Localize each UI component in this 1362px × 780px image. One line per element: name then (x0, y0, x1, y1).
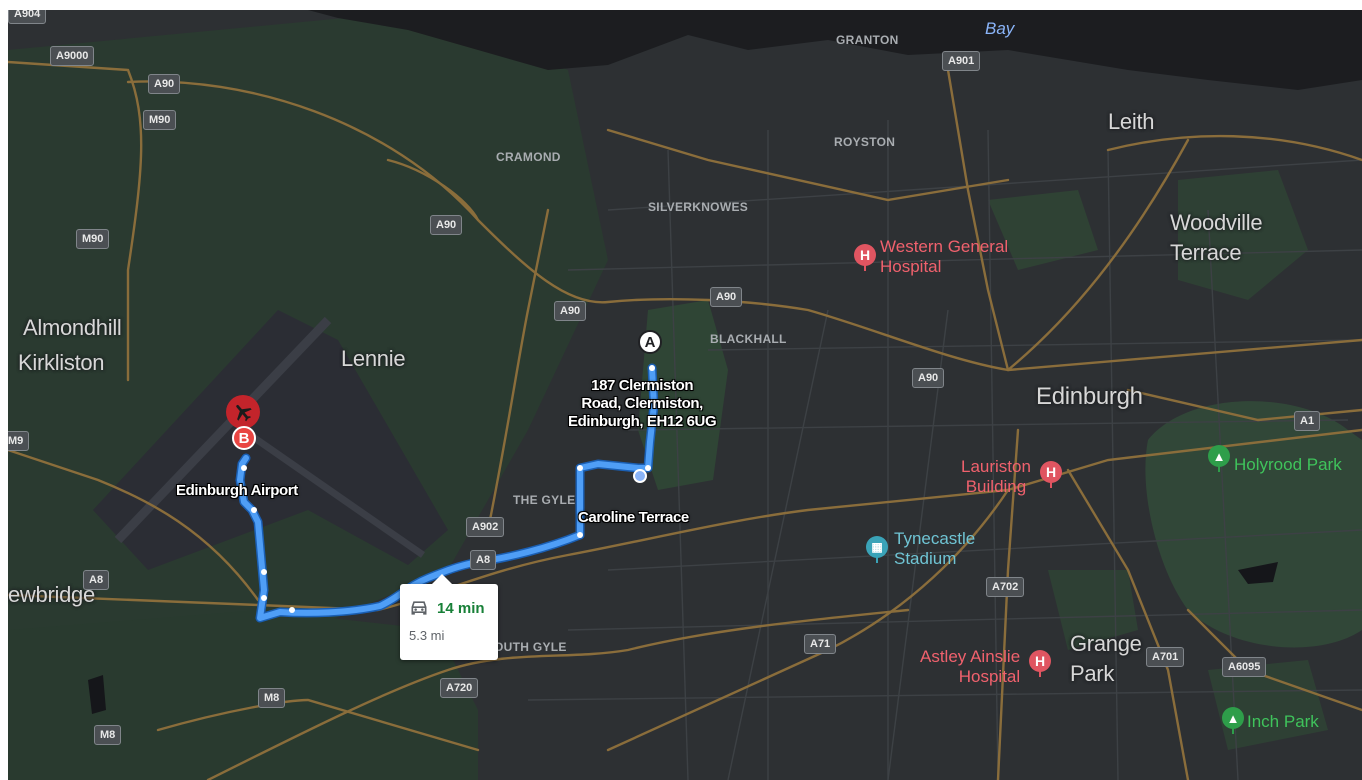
road-shield: A90 (430, 215, 463, 235)
road-m9 (8, 448, 260, 602)
road-shield: A904 (8, 10, 47, 24)
label-inch-park[interactable]: Inch Park (1247, 712, 1319, 731)
road-shield: A8 (470, 550, 497, 570)
route-distance: 5.3 mi (409, 628, 445, 643)
runway (114, 316, 332, 544)
origin-marker[interactable]: A (638, 330, 662, 354)
street (1107, 149, 1119, 780)
waypoint-dot (633, 469, 647, 483)
road-shield: A720 (440, 678, 479, 698)
label-kirkliston: Kirkliston (18, 350, 105, 375)
road-a702 (996, 428, 1020, 780)
hospital-icon[interactable]: H (854, 244, 876, 271)
route-duration: 14 min (437, 599, 485, 617)
lake (1238, 562, 1278, 584)
road-shield: M90 (76, 229, 110, 249)
road-shield: M90 (143, 110, 177, 130)
road-shield: A9000 (50, 46, 95, 66)
label-holyrood-park[interactable]: Holyrood Park (1234, 455, 1342, 474)
road-shield: A901 (942, 51, 981, 71)
street (627, 419, 1349, 431)
park-area (1145, 401, 1362, 648)
road-a901 (946, 68, 1010, 372)
road-shield: A902 (466, 517, 505, 537)
label-woodville-terrace: Woodville Terrace (1170, 210, 1263, 265)
label-leith: Leith (1108, 109, 1155, 134)
road-shield: A90 (912, 368, 945, 388)
road-leith (1106, 134, 1362, 162)
road-a1 (1126, 388, 1362, 422)
road-shield: A702 (986, 577, 1025, 597)
road-shield: A90 (710, 287, 743, 307)
street (727, 309, 829, 780)
label-cramond: CRAMOND (496, 150, 561, 164)
road-east (1006, 138, 1190, 372)
stadium-icon[interactable]: ▦ (866, 536, 888, 563)
runway (241, 427, 425, 558)
route-info-card[interactable]: 14 min 5.3 mi (400, 574, 498, 660)
street (987, 129, 999, 780)
road-north (606, 128, 1010, 202)
label-newbridge: ewbridge (8, 582, 95, 607)
road-a902 (486, 208, 550, 532)
label-astley-ainslie-hospital[interactable]: Astley Ainslie Hospital (920, 647, 1021, 686)
label-south-gyle: OUTH GYLE (494, 640, 567, 654)
road-shield: M8 (258, 688, 286, 708)
street (667, 149, 689, 780)
airport-area (93, 310, 448, 570)
road-m8 (156, 698, 480, 752)
street (1207, 209, 1239, 780)
street (887, 309, 949, 780)
label-tynecastle-stadium[interactable]: Tynecastle Stadium (894, 529, 976, 568)
waypoint-label[interactable]: Caroline Terrace (578, 509, 689, 526)
road-a720 (206, 608, 910, 780)
street (567, 249, 1362, 271)
road-a90 (126, 80, 1362, 372)
car-icon (411, 601, 427, 615)
label-western-general-hospital[interactable]: Western General Hospital (880, 237, 1009, 276)
label-silverknowes: SILVERKNOWES (648, 200, 749, 214)
map-canvas[interactable] (8, 10, 1362, 780)
road-m90 (8, 60, 143, 382)
label-lennie: Lennie (341, 346, 406, 371)
road-shield: A1 (1294, 411, 1321, 431)
destination-marker[interactable]: B (232, 426, 256, 450)
road-shield: A6095 (1222, 657, 1267, 677)
road-shield: A90 (148, 74, 181, 94)
road-a71 (606, 488, 1010, 752)
road-a701 (1066, 468, 1190, 780)
street (527, 689, 1362, 701)
label-granton: GRANTON (836, 33, 899, 47)
label-almondhill: Almondhill (23, 315, 122, 340)
tree-icon[interactable]: ▲ (1222, 707, 1244, 734)
countryside-area (8, 610, 478, 780)
road-shield: M9 (8, 431, 30, 451)
lake (88, 675, 106, 714)
road-shield: A8 (83, 570, 110, 590)
hospital-icon[interactable]: H (1040, 461, 1062, 488)
label-edinburgh: Edinburgh (1036, 383, 1143, 410)
street (607, 529, 1362, 571)
airplane-icon[interactable] (226, 395, 260, 429)
label-grange-park: Grange Park (1070, 631, 1142, 686)
label-blackhall: BLACKHALL (710, 332, 787, 346)
label-royston: ROYSTON (834, 135, 896, 149)
origin-label[interactable]: 187 Clermiston Road, Clermiston, Edinbur… (568, 377, 717, 430)
destination-label[interactable]: Edinburgh Airport (176, 482, 298, 499)
map-view[interactable]: Bay Leith Woodville Terrace Almondhill K… (8, 10, 1362, 780)
road-shield: A90 (554, 301, 587, 321)
road-cramond (386, 158, 480, 222)
road-shield: A701 (1146, 647, 1185, 667)
hospital-icon[interactable]: H (1029, 650, 1051, 677)
label-the-gyle: THE GYLE (513, 493, 576, 507)
route-duration-row: 14 min (409, 599, 485, 617)
road-shield: A71 (804, 634, 837, 654)
label-bay: Bay (985, 19, 1015, 38)
tree-icon[interactable]: ▲ (1208, 445, 1230, 472)
road-shield: M8 (94, 725, 122, 745)
park-area (988, 190, 1098, 270)
route-path (235, 363, 659, 623)
label-lauriston-building[interactable]: Lauriston Building (961, 457, 1031, 496)
firth-of-forth (308, 10, 1362, 90)
